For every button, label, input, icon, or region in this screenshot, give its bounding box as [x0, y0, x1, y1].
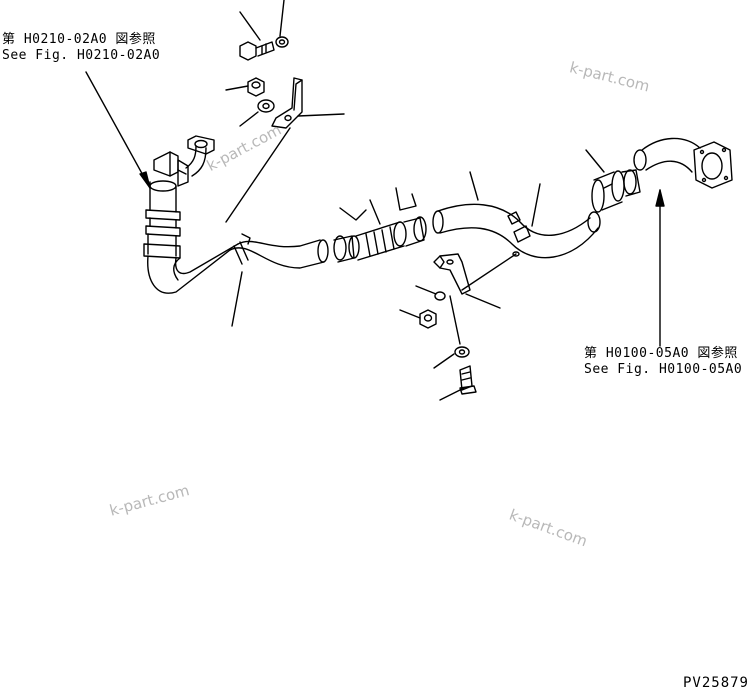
- lower-bracket-group: [231, 251, 520, 401]
- reference-arrows: [85, 71, 665, 347]
- drawing-code: PV25879: [682, 675, 749, 691]
- right-pipe: [432, 171, 601, 259]
- reference-text-right: 第 H0100-05A0 図参照 See Fig. H0100-05A0: [584, 346, 742, 378]
- reference-text-right-jp: 第 H0100-05A0 図参照: [584, 346, 738, 361]
- reference-text-top-left-en: See Fig. H0210-02A0: [2, 48, 161, 63]
- upper-bracket-group: [225, 0, 345, 223]
- right-upper-elbow: [585, 137, 733, 213]
- reference-text-top-left-jp: 第 H0210-02A0 図参照: [2, 32, 156, 47]
- left-pipe-assembly: [143, 135, 329, 294]
- reference-text-right-en: See Fig. H0100-05A0: [584, 362, 743, 377]
- reference-text-top-left: 第 H0210-02A0 図参照 See Fig. H0210-02A0: [2, 32, 160, 64]
- center-hose-clamps: [333, 187, 427, 263]
